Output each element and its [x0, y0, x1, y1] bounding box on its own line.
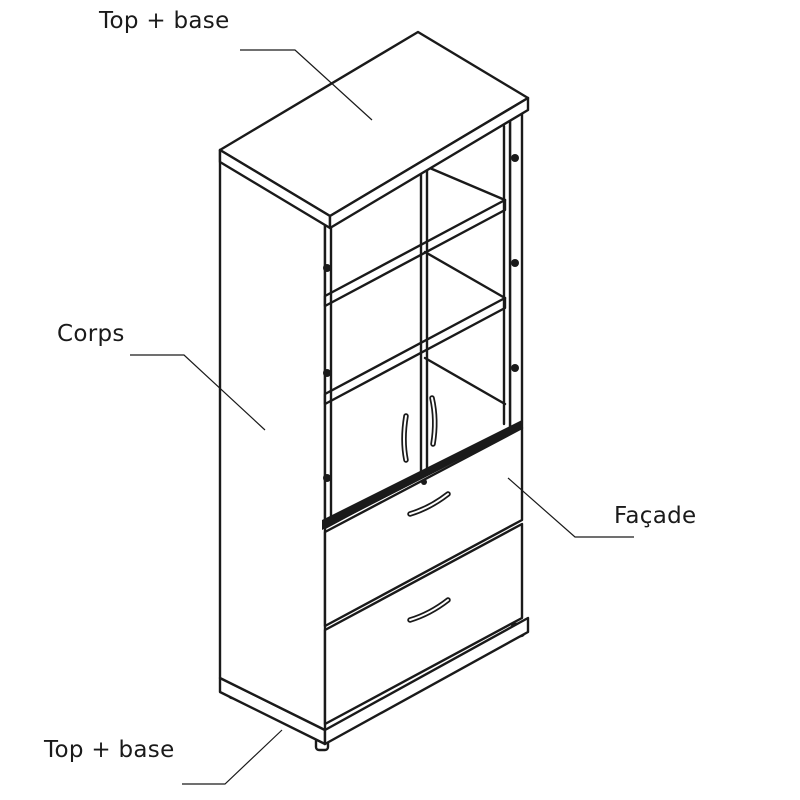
hinges: [323, 154, 519, 482]
label-facade: Façade: [614, 503, 697, 529]
drawer-facades: [323, 426, 524, 733]
leader-lines: [130, 49, 634, 785]
label-bottom-base: Top + base: [44, 737, 175, 763]
label-corps: Corps: [57, 321, 125, 347]
glass-rail: [322, 420, 522, 530]
cabinet-top: [218, 30, 530, 230]
door-handles: [401, 395, 438, 463]
label-top-base: Top + base: [99, 8, 230, 34]
corps-side-panel: [218, 148, 327, 732]
